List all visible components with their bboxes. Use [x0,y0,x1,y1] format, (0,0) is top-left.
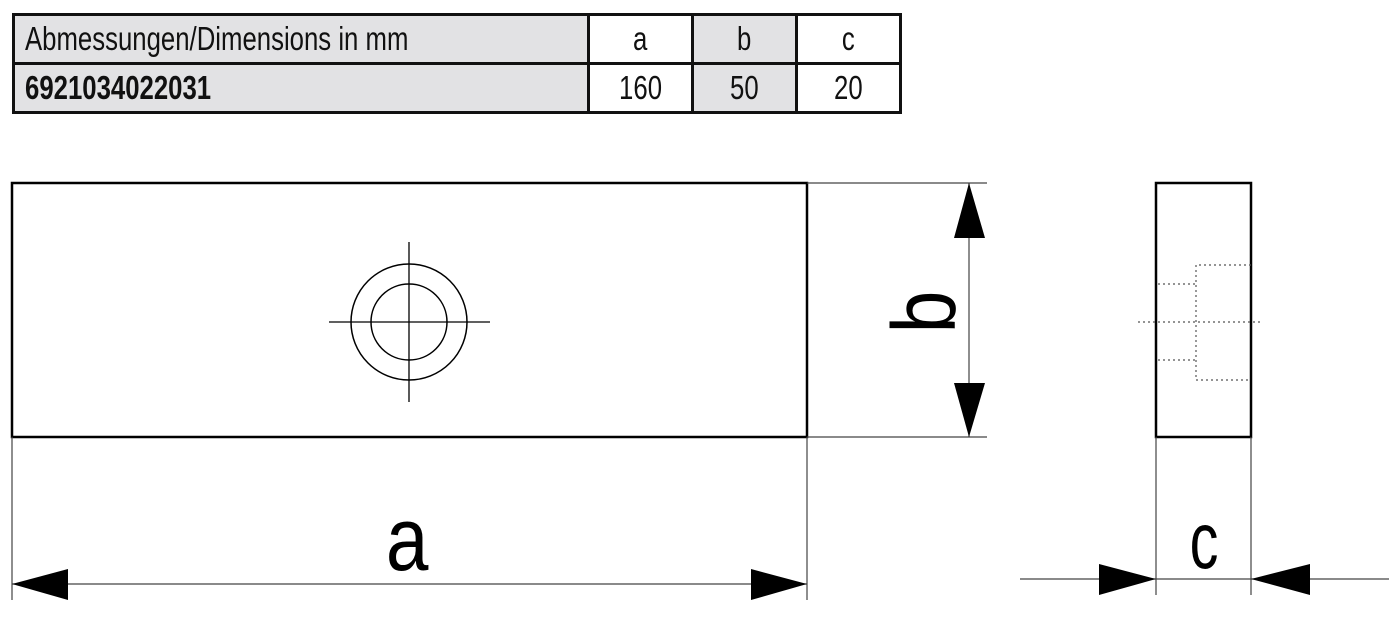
value-a-text: 160 [619,69,662,106]
hole-icon [329,242,490,402]
dimension-a: a [11,437,808,600]
arrow-right-icon [751,569,807,600]
header-label-text: Abmessungen/Dimensions in mm [25,20,409,57]
dimension-b: b [807,182,987,438]
dimension-b-label: b [873,291,974,334]
value-b-cell: 50 [691,62,798,114]
column-header-c: c [795,13,902,65]
article-number-cell: 6921034022031 [12,62,590,114]
table-row: 6921034022031 160 50 20 [12,62,902,114]
table-header-row: Abmessungen/Dimensions in mm a b c [12,13,902,65]
article-number-text: 6921034022031 [25,69,212,106]
side-view [1138,181,1262,439]
column-header-b: b [691,13,798,65]
value-b-text: 50 [730,69,759,106]
column-header-a: a [587,13,694,65]
column-a-text: a [633,20,648,57]
dimension-c-label: c [1190,496,1219,586]
dimension-a-label: a [386,488,429,589]
column-b-text: b [737,20,752,57]
arrow-left-icon [1251,564,1310,595]
front-view [10,181,809,439]
value-a-cell: 160 [587,62,694,114]
arrow-down-icon [954,383,985,437]
dimensions-table: Abmessungen/Dimensions in mm a b c 69210… [12,13,902,114]
arrow-right-icon [1099,564,1156,595]
dimensions-header-label: Abmessungen/Dimensions in mm [12,13,590,65]
dimension-c: c [1020,437,1389,595]
arrow-left-icon [12,569,68,600]
value-c-text: 20 [834,69,863,106]
value-c-cell: 20 [795,62,902,114]
column-c-text: c [842,20,855,57]
arrow-up-icon [954,183,985,238]
side-view-outline [1154,181,1253,439]
front-view-outline [10,181,809,439]
hidden-lines [1138,264,1262,381]
